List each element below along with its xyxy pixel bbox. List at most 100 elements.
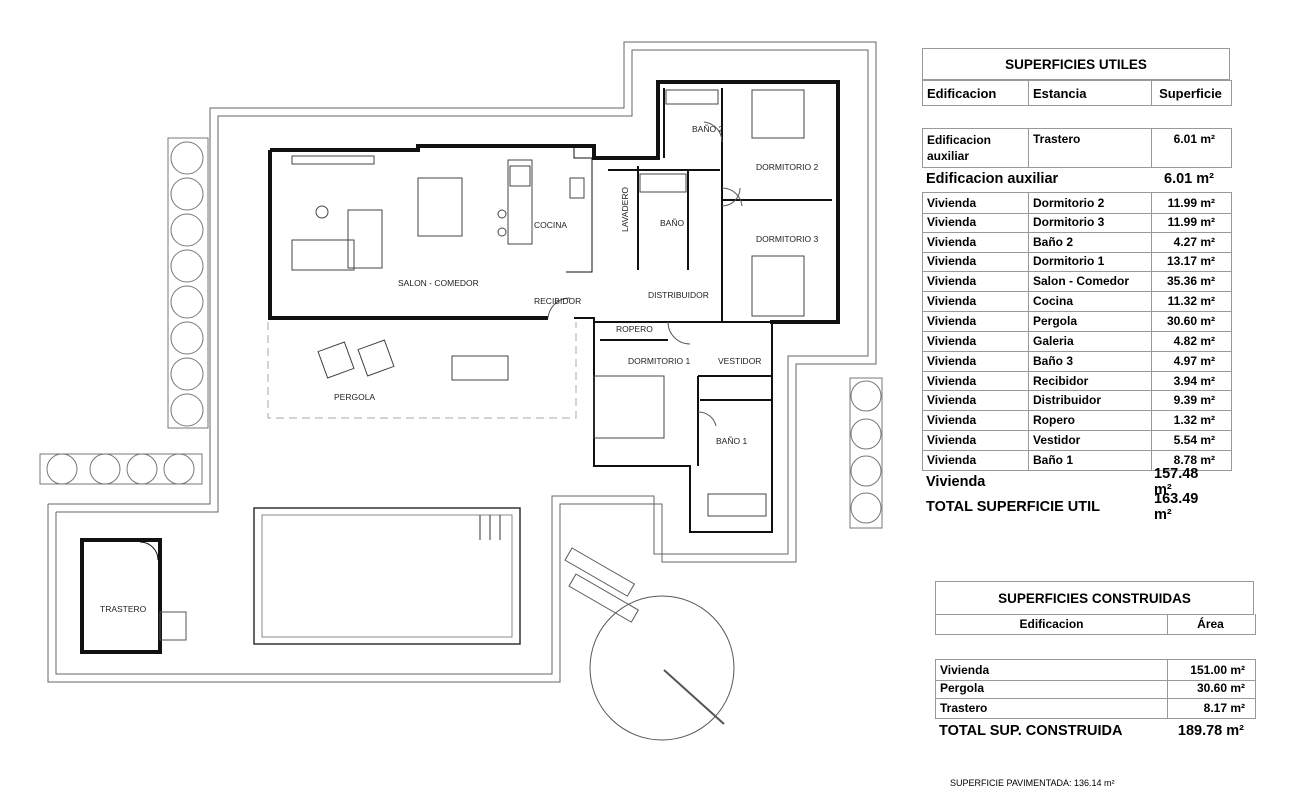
table-cell: Vivienda xyxy=(927,214,977,229)
cell: 189.78 m² xyxy=(1177,723,1244,739)
label-recibidor: RECIBIDOR xyxy=(534,296,581,306)
table-cell: Vivienda xyxy=(927,333,977,348)
cell: Edificacion auxiliar xyxy=(927,133,992,163)
table-cell: Salon - Comedor xyxy=(1028,271,1151,292)
table-cell: Pergola xyxy=(1028,311,1151,331)
label-distribuidor: DISTRIBUIDOR xyxy=(648,290,709,300)
construidas-title: SUPERFICIES CONSTRUIDAS xyxy=(935,581,1254,615)
cell: 6.01 m² xyxy=(1164,171,1214,187)
table-cell: 1.32 m² xyxy=(1151,410,1229,431)
label-cocina: COCINA xyxy=(534,220,567,230)
table-cell: Vivienda xyxy=(927,393,977,408)
label-dormitorio2: DORMITORIO 2 xyxy=(756,162,818,172)
table-cell: 4.27 m² xyxy=(1151,231,1229,252)
utiles-grand-total: TOTAL SUPERFICIE UTIL 163.49 m² xyxy=(922,491,1230,523)
label-bano2: BAÑO 2 xyxy=(692,124,723,134)
label-dormitorio1: DORMITORIO 1 xyxy=(628,356,690,366)
table-cell: 30.60 m² xyxy=(1167,678,1253,698)
footnote: SUPERFICIE PAVIMENTADA: 136.14 m² xyxy=(950,778,1115,788)
table-cell: Vivienda xyxy=(927,274,977,289)
table-row: Vivienda 151.00 m² xyxy=(935,659,1256,681)
cell: TOTAL SUP. CONSTRUIDA xyxy=(939,723,1123,739)
umbrella xyxy=(589,595,735,741)
table-cell: Ropero xyxy=(1028,410,1151,431)
table-cell: 11.99 m² xyxy=(1151,193,1229,213)
vivienda-total: Vivienda 157.48 m² xyxy=(922,466,1230,498)
table-cell: 11.99 m² xyxy=(1151,211,1229,232)
hedge-right xyxy=(849,377,883,529)
label-vestidor: VESTIDOR xyxy=(718,356,761,366)
hedge-left xyxy=(167,137,209,429)
label-salon: SALON - COMEDOR xyxy=(398,278,479,288)
label-bano1: BAÑO 1 xyxy=(716,436,747,446)
table-cell: Vivienda xyxy=(927,195,977,210)
label-bano: BAÑO xyxy=(660,218,684,228)
construidas-total: TOTAL SUP. CONSTRUIDA 189.78 m² xyxy=(935,720,1254,742)
trastero-building xyxy=(80,538,187,654)
construidas-header-row: Edificacion Área xyxy=(935,614,1256,635)
table-cell: 30.60 m² xyxy=(1151,311,1229,331)
label-trastero: TRASTERO xyxy=(100,604,147,614)
col-edificacion: Edificacion xyxy=(927,85,997,101)
hedge-bottom xyxy=(39,453,203,485)
col-estancia: Estancia xyxy=(1028,81,1151,105)
col-superficie: Superficie xyxy=(1151,81,1229,105)
cell: TOTAL SUPERFICIE UTIL xyxy=(926,499,1101,515)
door-swings xyxy=(547,121,743,427)
table-cell: Dormitorio 2 xyxy=(1028,193,1151,213)
cell: Trastero xyxy=(1028,129,1151,167)
table-cell: Trastero xyxy=(940,700,988,715)
table-cell: Vivienda xyxy=(927,452,977,467)
table-cell: 151.00 m² xyxy=(1167,660,1253,680)
swimming-pool xyxy=(253,507,521,645)
label-pergola: PERGOLA xyxy=(334,392,375,402)
label-lavadero: LAVADERO xyxy=(620,187,630,232)
table-cell: Vestidor xyxy=(1028,430,1151,451)
label-ropero: ROPERO xyxy=(616,324,653,334)
table-cell: Pergola xyxy=(940,681,985,696)
table-cell: Vivienda xyxy=(927,254,977,269)
utiles-title: SUPERFICIES UTILES xyxy=(922,48,1230,80)
floor-plan: SALON - COMEDOR COCINA LAVADERO BAÑO BAÑ… xyxy=(39,41,883,741)
auxiliar-total: Edificacion auxiliar 6.01 m² xyxy=(922,168,1230,190)
table-cell: Vivienda xyxy=(927,234,977,249)
table-cell: Baño 1 xyxy=(1028,450,1151,470)
furniture xyxy=(291,89,805,517)
table-row: Trastero 8.17 m² xyxy=(935,698,1256,719)
cell: Edificacion auxiliar xyxy=(926,171,1059,187)
table-cell: Recibidor xyxy=(1028,370,1151,391)
table-cell: 8.17 m² xyxy=(1167,698,1253,718)
table-cell: Vivienda xyxy=(927,294,977,309)
auxiliar-row: Edificacion auxiliar Trastero 6.01 m² xyxy=(922,128,1232,168)
cell: 6.01 m² xyxy=(1151,129,1229,167)
cell: 163.49 m² xyxy=(1154,491,1199,523)
house-walls xyxy=(268,80,840,533)
table-cell: Galeria xyxy=(1028,330,1151,351)
label-dormitorio3: DORMITORIO 3 xyxy=(756,234,818,244)
sun-loungers xyxy=(564,547,640,623)
table-cell: Distribuidor xyxy=(1028,390,1151,411)
cell: Vivienda xyxy=(926,474,986,490)
table-cell: Vivienda xyxy=(927,433,977,448)
table-cell: Vivienda xyxy=(927,373,977,388)
room-labels: SALON - COMEDOR COCINA LAVADERO BAÑO BAÑ… xyxy=(100,124,818,614)
table-cell: 5.54 m² xyxy=(1151,430,1229,451)
table-cell: 8.78 m² xyxy=(1151,450,1229,470)
table-cell: Vivienda xyxy=(940,662,990,677)
utiles-header-row: Edificacion Estancia Superficie xyxy=(922,80,1232,106)
table-cell: 4.82 m² xyxy=(1151,330,1229,351)
